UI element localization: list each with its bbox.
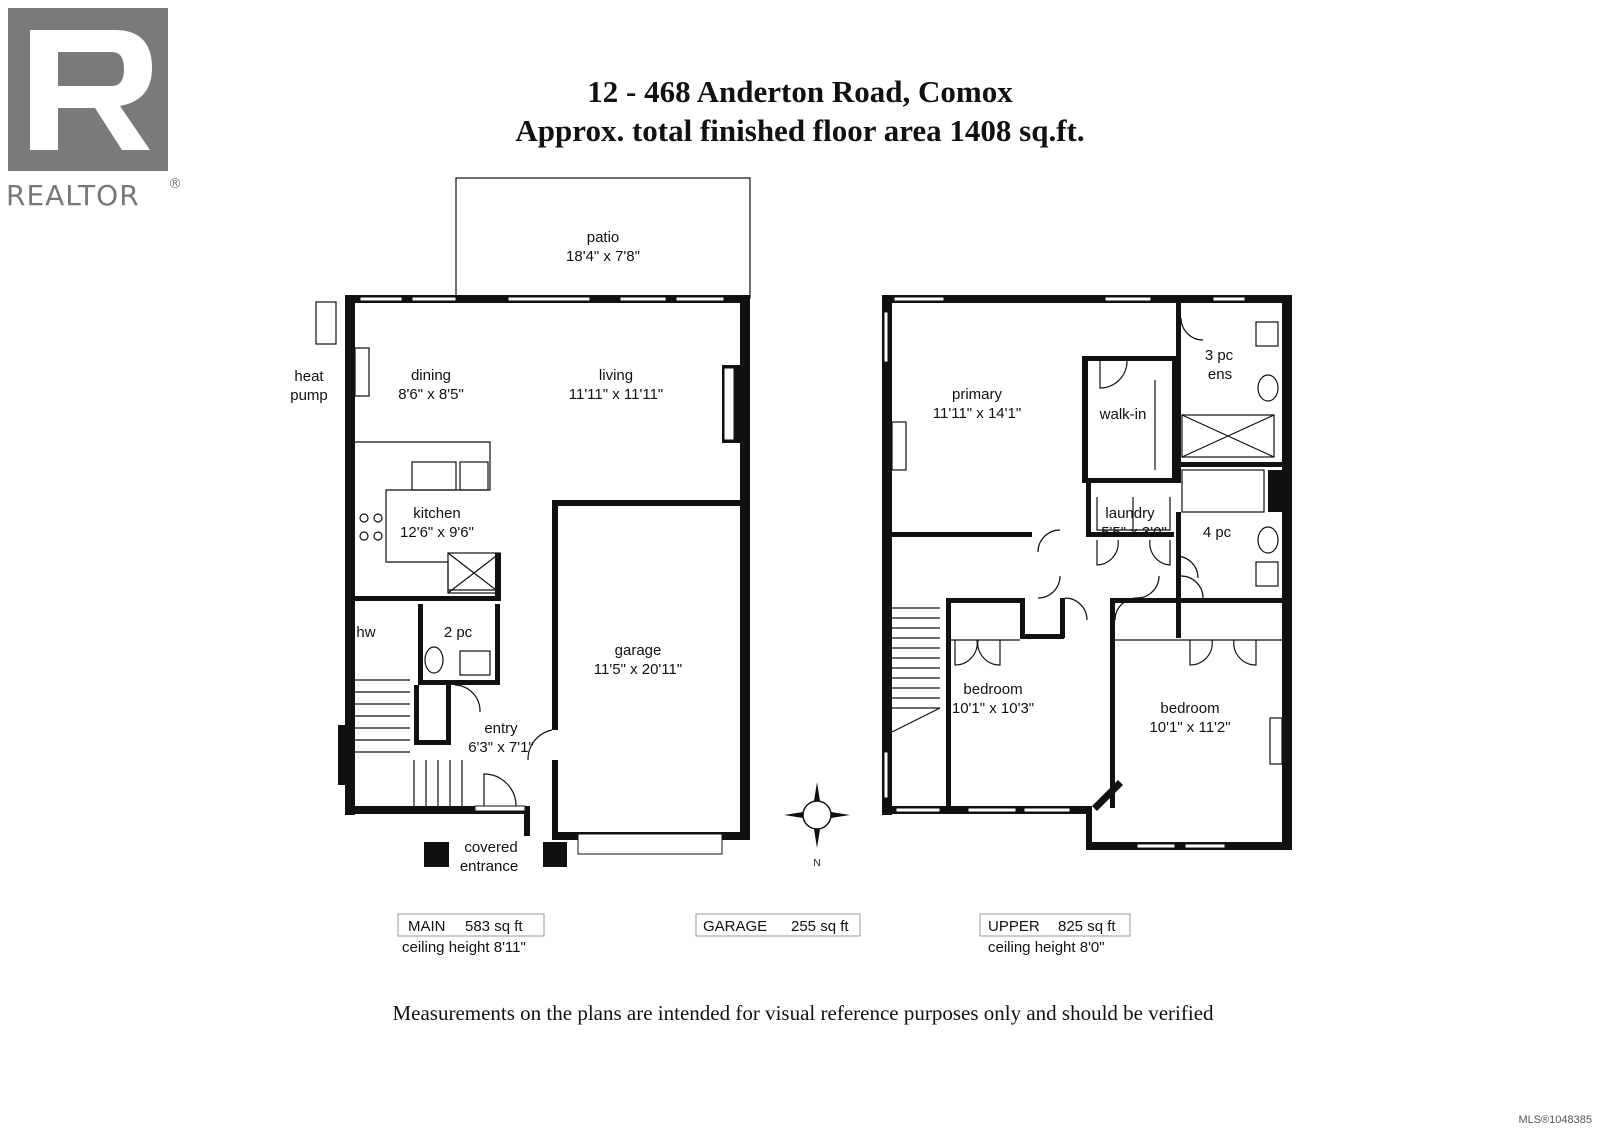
kitchen-label: kitchen <box>413 505 461 522</box>
compass-north-label: N <box>813 858 820 869</box>
laundry-label: laundry <box>1105 505 1155 522</box>
two-pc-bath-label: 2 pc <box>444 624 473 641</box>
main-floor-ceiling: ceiling height 8'11" <box>402 939 526 956</box>
four-pc-bath-label: 4 pc <box>1203 524 1232 541</box>
realtor-registered-mark: ® <box>168 176 183 192</box>
total-floor-area: Approx. total finished floor area 1408 s… <box>515 113 1084 148</box>
covered-entrance-label-line1: covered <box>464 839 517 856</box>
entry-label: entry <box>484 720 518 737</box>
entry-dims: 6'3" x 7'1" <box>468 739 534 756</box>
patio-dims: 18'4" x 7'8" <box>566 248 640 265</box>
ensuite-label-line1: 3 pc <box>1205 347 1234 364</box>
property-address: 12 - 468 Anderton Road, Comox <box>587 74 1013 109</box>
hot-water-label: hw <box>356 624 375 641</box>
bedroom1-dims: 10'1" x 10'3" <box>952 700 1034 717</box>
upper-floor-plan: primary 11'11" x 14'1" bedroom 10'1" x 1… <box>882 295 1292 850</box>
upper-floor-summary: UPPER 825 sq ft ceiling height 8'0" <box>979 913 1131 956</box>
disclaimer-text: Measurements on the plans are intended f… <box>392 1001 1214 1025</box>
main-floor-area: 583 sq ft <box>465 918 523 935</box>
bedroom2-label: bedroom <box>1160 700 1219 717</box>
heat-pump-label-line2: pump <box>290 387 328 404</box>
compass-icon: N <box>784 782 850 869</box>
garage-name: GARAGE <box>703 918 767 935</box>
kitchen-dims: 12'6" x 9'6" <box>400 524 474 541</box>
upper-floor-name: UPPER <box>988 918 1040 935</box>
dining-dims: 8'6" x 8'5" <box>398 386 464 403</box>
upper-floor-ceiling: ceiling height 8'0" <box>988 939 1105 956</box>
patio-label: patio <box>587 229 620 246</box>
living-label: living <box>599 367 633 384</box>
dining-label: dining <box>411 367 451 384</box>
realtor-r-logo-icon <box>8 8 168 171</box>
garage-area: 255 sq ft <box>791 918 849 935</box>
bedroom2-dims: 10'1" x 11'2" <box>1149 719 1230 736</box>
main-floor-summary: MAIN 583 sq ft ceiling height 8'11" <box>397 913 545 956</box>
bedroom1-label: bedroom <box>963 681 1022 698</box>
upper-floor-area: 825 sq ft <box>1058 918 1116 935</box>
ensuite-label-line2: ens <box>1208 366 1232 383</box>
heat-pump-label-line1: heat <box>294 368 324 385</box>
covered-entrance-label-line2: entrance <box>460 858 518 875</box>
main-floor-plan: patio 18'4" x 7'8" dining 8'6" x 8'5" li… <box>290 177 751 875</box>
primary-dims: 11'11" x 14'1" <box>933 405 1021 422</box>
primary-label: primary <box>952 386 1003 403</box>
laundry-dims: 5'5" x 3'0" <box>1101 524 1167 541</box>
realtor-logo-text: REALTOR <box>6 179 140 212</box>
walk-in-label: walk-in <box>1099 406 1147 423</box>
garage-label: garage <box>615 642 662 659</box>
realtor-logo: REALTOR ® <box>6 8 183 212</box>
garage-dims: 11'5" x 20'11" <box>594 661 682 678</box>
mls-number: MLS®1048385 <box>1518 1114 1592 1126</box>
living-dims: 11'11" x 11'11" <box>569 386 664 403</box>
garage-summary: GARAGE 255 sq ft <box>695 913 861 937</box>
main-floor-name: MAIN <box>408 918 446 935</box>
